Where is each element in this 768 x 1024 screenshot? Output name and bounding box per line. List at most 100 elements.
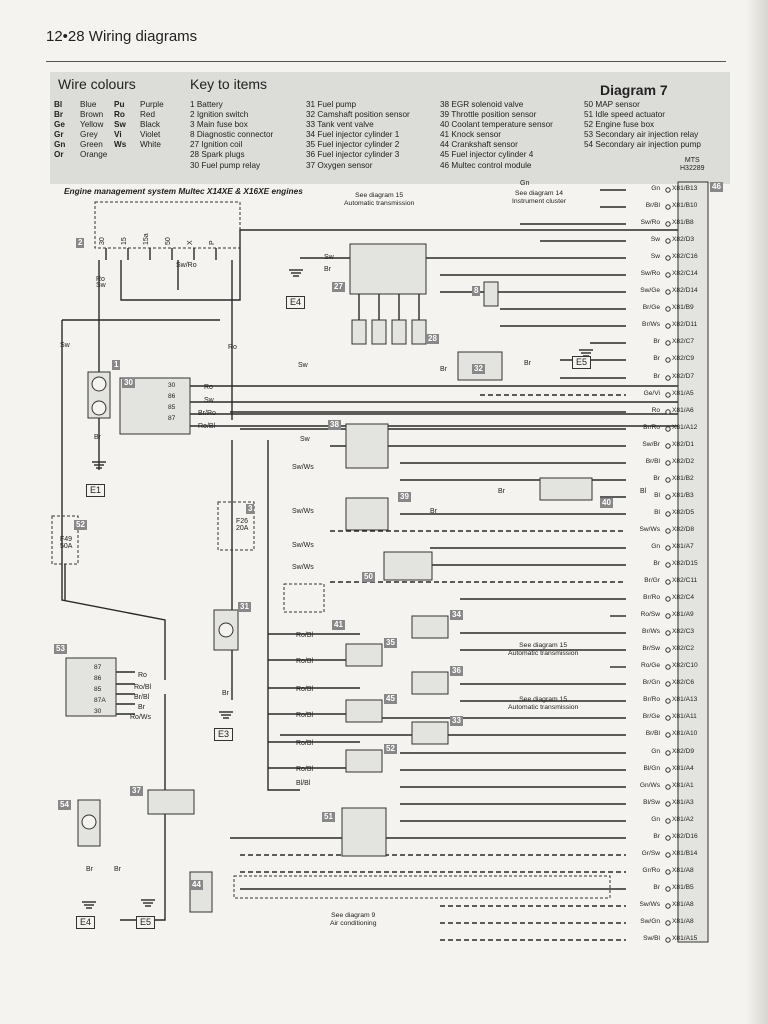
wire-colour-name: Orange <box>80 150 108 160</box>
key-entry: 38 EGR solenoid valve <box>440 100 524 109</box>
module-pin-label: X82/D9 <box>672 748 694 755</box>
pin-terminal <box>665 204 671 210</box>
key-entry: 46 Multec control module <box>440 160 532 170</box>
pin-terminal <box>665 392 671 398</box>
item-32-badge: 32 <box>472 364 485 374</box>
wire-label-br3: Br <box>430 508 437 515</box>
wire-label-swws1: Sw/Ws <box>292 464 314 471</box>
key-entry: 34 Fuel injector cylinder 1 <box>306 130 400 140</box>
key-entry: 31 Fuel pump <box>306 100 357 109</box>
item-53-badge: 53 <box>54 644 67 654</box>
item-8-badge: 8 <box>472 286 481 296</box>
module-pin-label: X81/A8 <box>672 901 694 908</box>
module-wire-colour: Br/Ge <box>642 713 660 720</box>
wire-colours-title: Wire colours <box>58 76 136 92</box>
module-pin-label: X81/A4 <box>672 765 694 772</box>
pin-terminal <box>665 750 671 756</box>
module-wire-colour: Gn <box>651 816 660 823</box>
injector-bus <box>267 440 300 791</box>
item-31-badge: 31 <box>238 602 251 612</box>
module-pin-label: X82/C10 <box>672 662 698 669</box>
item-50-badge: 50 <box>362 572 375 582</box>
knock-sensor-41 <box>283 583 325 613</box>
pin-terminal <box>665 272 671 278</box>
main-fuse-box-3 <box>217 501 255 551</box>
pin-terminal <box>665 187 671 193</box>
publisher-mark-line: H32289 <box>680 165 705 172</box>
battery-negative-terminal <box>91 400 107 416</box>
wire-label-blbl: Bl/Bl <box>296 780 311 787</box>
key-entry: 30 Fuel pump relay <box>190 160 261 170</box>
module-wire-colour: Gn/Ws <box>639 782 660 789</box>
spark-plug <box>351 319 367 345</box>
engine-fuse-box-52 <box>51 515 79 565</box>
key-panel <box>50 72 730 184</box>
publisher-mark-line: MTS <box>684 157 700 164</box>
wire-colour-name: Yellow <box>80 120 104 130</box>
coolant-temp-sensor-40 <box>539 477 593 501</box>
pin-terminal <box>665 289 671 295</box>
fuse-f49-line: F49 <box>60 536 73 543</box>
relay-53-pin: 85 <box>94 686 102 693</box>
page-number: 12•28 <box>46 28 85 45</box>
module-wire-colour: Br/Bl <box>645 458 660 465</box>
module-pin-label: X82/D2 <box>672 458 694 465</box>
module-pin-label: X81/B2 <box>672 475 694 482</box>
injector-45 <box>345 699 383 723</box>
module-pin-label: X82/D14 <box>672 287 698 294</box>
wire-colour-name: Black <box>140 120 161 130</box>
wire-label-robl6: Ro/Bl <box>296 740 314 747</box>
pin-terminal <box>665 681 671 687</box>
key-entry: 40 Coolant temperature sensor <box>440 120 553 130</box>
module-pin-label: X81/A10 <box>672 730 698 737</box>
module-wire-colour: Br/Ws <box>642 628 660 635</box>
module-wire-colour: Ro/Sw <box>640 611 660 618</box>
module-wire-colour: Br/Gr <box>644 577 660 584</box>
pin-terminal <box>665 698 671 704</box>
ignition-pin-label: X <box>187 240 194 245</box>
module-wire-colour: Br <box>653 560 660 567</box>
note-diagram-15-c-line: See diagram 15 <box>519 696 568 703</box>
module-pin-label: X81/A9 <box>672 611 694 618</box>
injector-36-badge: 36 <box>450 666 463 676</box>
module-wire-colour: Gr/Sw <box>641 850 660 857</box>
item-27-badge: 27 <box>332 282 345 292</box>
module-pin-label: X81/A1 <box>672 782 694 789</box>
module-pin-label: X82/D15 <box>672 560 698 567</box>
module-pin-label: X81/B13 <box>672 185 698 192</box>
note-diagram-9-line: Air conditioning <box>330 919 377 927</box>
wire-label-swv: Sw <box>298 362 308 369</box>
pin-terminal <box>665 545 671 551</box>
wire-label-robl3: Ro/Bl <box>296 658 314 665</box>
wire-label-br5: Br <box>524 360 531 367</box>
pin-terminal <box>665 886 671 892</box>
module-pin-label: X82/D1 <box>672 441 694 448</box>
key-entry: 52 Engine fuse box <box>584 120 655 130</box>
pin-terminal <box>665 340 671 346</box>
wire-label-ro4: Ro <box>138 672 147 679</box>
wire-label-ro2: Ro <box>228 344 237 351</box>
module-wire-colour: Sw/Bl <box>643 935 660 942</box>
module-wire-colour: Br <box>653 338 660 345</box>
wire-label-br7: Br <box>114 866 121 873</box>
module-wire-colour: Gn <box>651 748 660 755</box>
module-wire-colour: Sw <box>650 236 660 243</box>
wire-label-swro: Sw/Ro <box>176 262 197 269</box>
note-diagram-14-line: See diagram 14 <box>515 190 564 197</box>
pin-terminal <box>665 852 671 858</box>
key-entry: 51 Idle speed actuator <box>584 110 666 120</box>
item-51-badge: 51 <box>322 812 335 822</box>
pin-terminal <box>665 647 671 653</box>
module-pin-label: X81/A12 <box>672 424 698 431</box>
module-pin-label: X82/D8 <box>672 526 694 533</box>
module-pin-label: X82/D7 <box>672 373 694 380</box>
pin-terminal <box>665 937 671 943</box>
fuse-f49-line: 50A <box>60 543 73 550</box>
module-pin-label: X81/B5 <box>672 884 694 891</box>
